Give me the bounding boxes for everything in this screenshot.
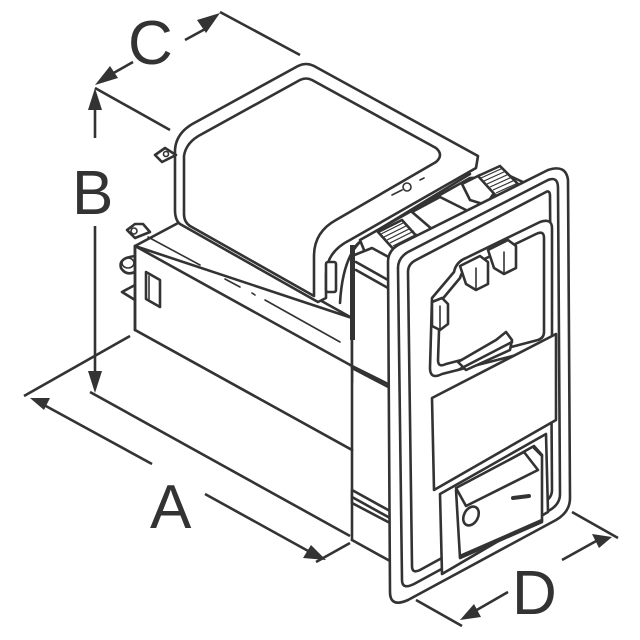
switch-off-symbol-icon (461, 505, 481, 527)
inlet-pin-earth (430, 296, 450, 332)
dimension-label-d: D (512, 559, 557, 628)
dimension-label-a: A (150, 473, 192, 542)
switch-on-symbol-icon (511, 494, 531, 500)
inlet-pin-right (486, 238, 518, 276)
filter-housing (119, 220, 392, 563)
iec-inlet (428, 219, 554, 378)
dimension-label-c: C (128, 9, 173, 78)
inlet-pin-left (458, 254, 490, 292)
dimension-c: C (94, 9, 301, 132)
dimension-d: D (415, 510, 619, 628)
dimension-b: B (72, 88, 113, 393)
fuse-drawer-plate (430, 332, 558, 492)
dimension-label-b: B (72, 159, 113, 228)
dimension-a: A (23, 334, 351, 564)
rocker-switch[interactable] (438, 432, 550, 576)
